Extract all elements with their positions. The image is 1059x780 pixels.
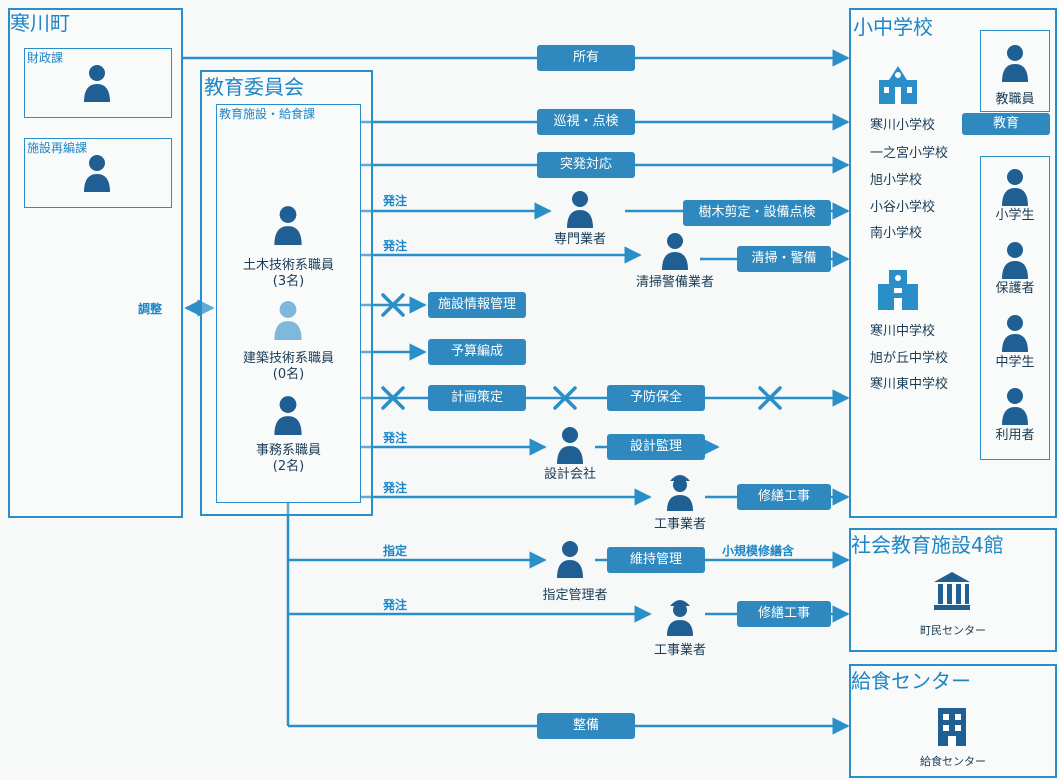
order-label: 発注 [383, 431, 408, 445]
civil-staff-label: 土木技術系職員 [242, 258, 334, 273]
facility-label: 施設再編課 [27, 141, 88, 155]
elementary-school-building-icon [879, 66, 917, 104]
school-item: 寒川中学校 [870, 324, 936, 339]
user-icon [1002, 388, 1028, 425]
repair1-label: 修繕工事 [737, 484, 831, 510]
contractor2-person-icon [667, 600, 693, 636]
guardian-icon [1002, 242, 1028, 279]
office-staff-label: 事務系職員 [255, 443, 321, 458]
finance-person-icon [84, 65, 110, 102]
finance-box [24, 48, 172, 118]
plan-label: 計画策定 [428, 385, 526, 411]
person-label: 中学生 [995, 355, 1035, 370]
town-center-building-icon [934, 572, 970, 610]
cleaning-label: 清掃警備業者 [635, 275, 714, 290]
school-item: 一之宮小学校 [870, 146, 949, 161]
social-title: 社会教育施設4館 [851, 533, 1004, 557]
teacher-box [980, 30, 1050, 112]
supervision-label: 設計監理 [607, 434, 705, 460]
elementary-student-icon [1002, 169, 1028, 206]
clean-label: 清掃・警備 [737, 246, 831, 272]
repair2-label: 修繕工事 [737, 601, 831, 627]
person-label: 小学生 [995, 208, 1035, 223]
emergency-label: 突発対応 [537, 152, 635, 178]
order-label: 発注 [383, 194, 408, 208]
cross-marks [381, 293, 782, 410]
school-item: 旭が丘中学校 [870, 351, 949, 366]
contractor2-label: 工事業者 [653, 643, 706, 658]
person-label: 保護者 [995, 281, 1035, 296]
designate-label: 指定 [383, 544, 408, 558]
contractor-person-icon [667, 475, 693, 511]
facility-person-icon [84, 155, 110, 192]
manager-person-icon [557, 541, 583, 578]
arch-staff-person-icon [274, 301, 302, 340]
order-label: 発注 [383, 481, 408, 495]
order-label: 発注 [383, 598, 408, 612]
social-box [849, 528, 1057, 652]
section-box [216, 104, 361, 503]
arch-staff-count: (0名) [272, 367, 305, 382]
school-title: 小中学校 [853, 15, 933, 39]
tree-label: 樹木剪定・設備点検 [683, 200, 831, 226]
kawagawa-title: 寒川町 [10, 11, 70, 35]
design-person-icon [557, 427, 583, 464]
school-item: 旭小学校 [870, 173, 923, 188]
lunch-center-label: 給食センター [920, 755, 986, 768]
order-label: 発注 [383, 239, 408, 253]
budget-label: 予算編成 [428, 339, 526, 365]
maint-label: 整備 [537, 713, 635, 739]
people-box [980, 156, 1050, 460]
education-label: 教育 [962, 113, 1050, 135]
office-staff-person-icon [274, 396, 302, 435]
junior-school-building-icon [878, 270, 918, 310]
specialist-person-icon [567, 191, 593, 228]
civil-staff-count: (3名) [272, 274, 305, 289]
school-item: 寒川小学校 [870, 118, 936, 133]
info-label: 施設情報管理 [428, 292, 526, 318]
design-label: 設計会社 [543, 467, 596, 482]
finance-label: 財政課 [27, 51, 64, 65]
specialist-label: 専門業者 [553, 232, 606, 247]
teacher-person-icon [1002, 45, 1028, 82]
person-label: 利用者 [995, 428, 1035, 443]
board-box [200, 70, 373, 516]
board-title: 教育委員会 [204, 75, 304, 99]
cleaning-person-icon [662, 233, 688, 270]
lunch-title: 給食センター [851, 669, 971, 693]
arch-staff-label: 建築技術系職員 [242, 351, 334, 366]
civil-staff-person-icon [274, 206, 302, 245]
small-repair-label: 小規模修繕含 [722, 544, 795, 558]
preventive-label: 予防保全 [607, 385, 705, 411]
teacher-label: 教職員 [995, 92, 1035, 107]
patrol-label: 巡視・点検 [537, 109, 635, 135]
facility-box [24, 138, 172, 208]
contractor1-label: 工事業者 [653, 517, 706, 532]
school-item: 小谷小学校 [870, 200, 936, 215]
school-item: 南小学校 [870, 226, 923, 241]
ownership-label: 所有 [537, 45, 635, 71]
junior-student-icon [1002, 315, 1028, 352]
adjust-label: 調整 [138, 302, 163, 316]
manager-label: 指定管理者 [542, 588, 608, 603]
lunch-center-building-icon [938, 708, 966, 746]
school-item: 寒川東中学校 [870, 377, 949, 392]
section-label: 教育施設・給食課 [219, 107, 316, 121]
maintenance-label: 維持管理 [607, 547, 705, 573]
office-staff-count: (2名) [272, 459, 305, 474]
social-center-label: 町民センター [920, 624, 986, 637]
